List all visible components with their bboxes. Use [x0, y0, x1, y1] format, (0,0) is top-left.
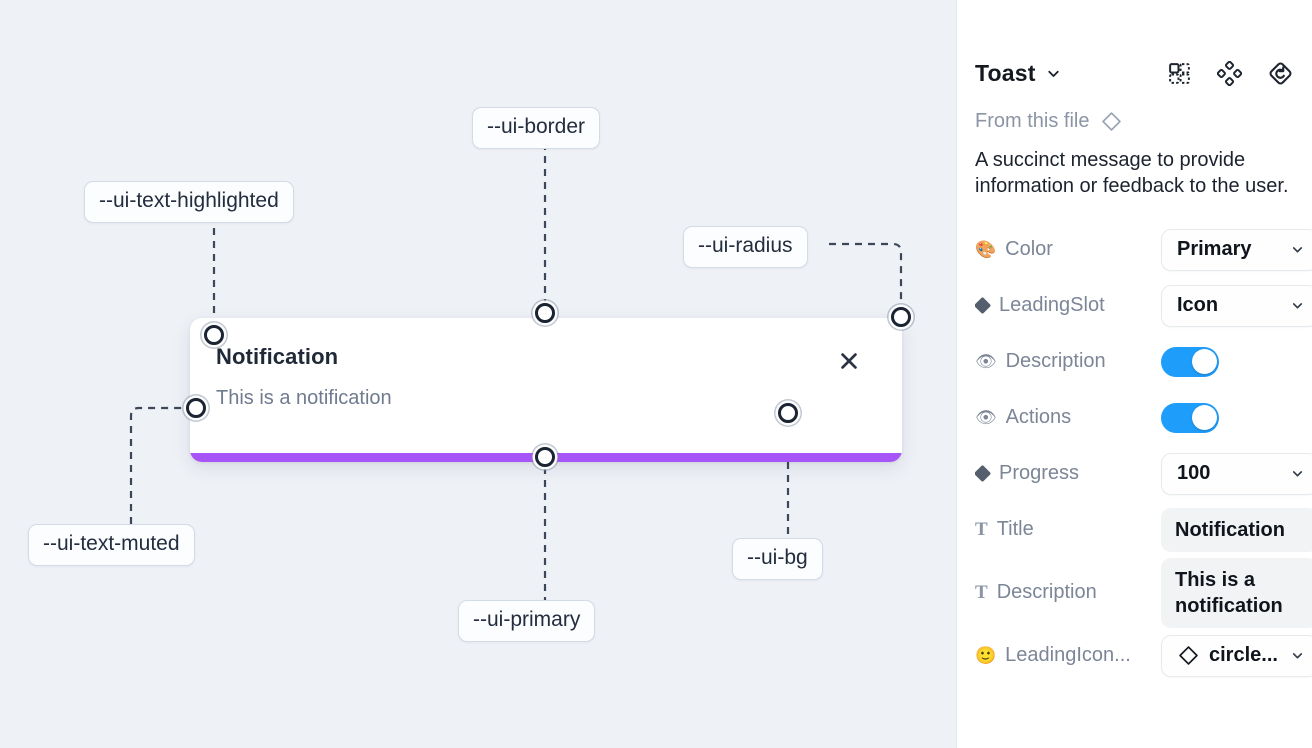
components-icon[interactable] — [1167, 61, 1192, 86]
anchor-dot-ui-primary[interactable] — [535, 447, 555, 467]
token-chip-ui-border[interactable]: --ui-border — [472, 107, 601, 150]
close-icon[interactable] — [836, 348, 862, 374]
description-toggle[interactable] — [1161, 346, 1219, 377]
property-control-leading-icon: circle... — [1161, 634, 1312, 677]
from-this-file-label: From this file — [975, 110, 1090, 132]
property-control-progress: 100 — [1161, 452, 1312, 495]
chevron-down-icon[interactable] — [1290, 242, 1305, 257]
property-control-description-text: This is a notification — [1161, 557, 1312, 628]
panel-header: Toast — [975, 44, 1294, 102]
component-description: A succinct message to provide informatio… — [975, 149, 1289, 198]
property-label-actions: 👁 Actions — [975, 406, 1072, 429]
leading-icon-select[interactable]: circle... — [1161, 634, 1312, 677]
leading-slot-select[interactable]: Icon — [1161, 284, 1312, 327]
diamond-icon — [975, 465, 992, 483]
property-row-leading-icon: 🙂 LeadingIcon... circle... — [975, 628, 1312, 684]
property-label-description: 👁 Description — [975, 350, 1106, 373]
toast-content: Notification This is a notification — [190, 318, 902, 462]
anchor-dot-ui-text-highlighted[interactable] — [204, 325, 224, 345]
chevron-down-icon[interactable] — [1290, 648, 1305, 663]
toast-title: Notification — [216, 344, 339, 369]
property-control-title: Notification — [1161, 507, 1312, 552]
inspector-panel: Toast — [956, 0, 1312, 748]
property-label-leading-icon: 🙂 LeadingIcon... — [975, 644, 1131, 667]
text-icon: T — [975, 582, 988, 604]
eye-icon: 👁 — [975, 408, 997, 428]
anchor-dot-ui-text-muted[interactable] — [186, 398, 206, 418]
property-label-leading-slot: LeadingSlot — [975, 294, 1161, 317]
color-select[interactable]: Primary — [1161, 228, 1312, 271]
design-canvas[interactable]: Notification This is a notification --ui… — [0, 0, 956, 748]
variants-icon[interactable] — [1217, 60, 1242, 86]
from-this-file-row[interactable]: From this file — [975, 110, 1294, 133]
token-chip-ui-text-muted[interactable]: --ui-text-muted — [28, 524, 195, 567]
token-chip-ui-radius[interactable]: --ui-radius — [683, 226, 808, 269]
property-label-color: 🎨 Color — [975, 238, 1053, 261]
property-label-progress: Progress — [975, 462, 1161, 485]
property-row-description-text: T Description This is a notification — [975, 557, 1312, 628]
property-control-color: Primary — [1161, 228, 1312, 271]
diamond-icon — [1177, 644, 1200, 667]
smiley-icon: 🙂 — [975, 646, 997, 666]
property-row-description: 👁 Description — [975, 334, 1294, 390]
property-row-title: T Title Notification — [975, 502, 1312, 558]
reset-icon[interactable] — [1267, 60, 1294, 87]
diamond-icon[interactable] — [1100, 110, 1123, 133]
property-control-actions — [1161, 402, 1294, 433]
chevron-down-icon[interactable] — [1290, 298, 1305, 313]
toggle-knob — [1191, 349, 1217, 375]
property-label-description-text: T Description — [975, 581, 1097, 604]
chevron-down-icon[interactable] — [1045, 65, 1062, 82]
token-chip-ui-bg[interactable]: --ui-bg — [732, 538, 823, 581]
property-label-title: T Title — [975, 518, 1034, 541]
token-chip-ui-text-highlighted[interactable]: --ui-text-highlighted — [84, 181, 294, 224]
property-row-color: 🎨 Color Primary — [975, 222, 1312, 278]
description-field[interactable]: This is a notification — [1161, 557, 1312, 628]
progress-select[interactable]: 100 — [1161, 452, 1312, 495]
text-icon: T — [975, 519, 988, 541]
property-row-actions: 👁 Actions — [975, 390, 1294, 446]
anchor-dot-ui-border[interactable] — [535, 303, 555, 323]
toast-description: This is a notification — [216, 387, 392, 410]
chevron-down-icon[interactable] — [1290, 466, 1305, 481]
anchor-dot-ui-bg[interactable] — [778, 403, 798, 423]
property-control-description — [1161, 346, 1294, 377]
property-row-leading-slot: LeadingSlot Icon — [975, 278, 1312, 334]
diamond-icon — [975, 297, 992, 315]
property-control-leading-slot: Icon — [1161, 284, 1312, 327]
anchor-dot-ui-radius[interactable] — [891, 307, 911, 327]
page-title: Toast — [975, 59, 1036, 86]
actions-toggle[interactable] — [1161, 402, 1219, 433]
toggle-knob — [1191, 405, 1217, 431]
toast-preview-card[interactable]: Notification This is a notification — [190, 318, 902, 462]
property-row-progress: Progress 100 — [975, 446, 1312, 502]
eye-icon: 👁 — [975, 352, 997, 372]
panel-header-icons — [1167, 60, 1294, 87]
token-chip-ui-primary[interactable]: --ui-primary — [458, 600, 596, 643]
palette-icon: 🎨 — [975, 240, 997, 260]
title-field[interactable]: Notification — [1161, 507, 1312, 552]
